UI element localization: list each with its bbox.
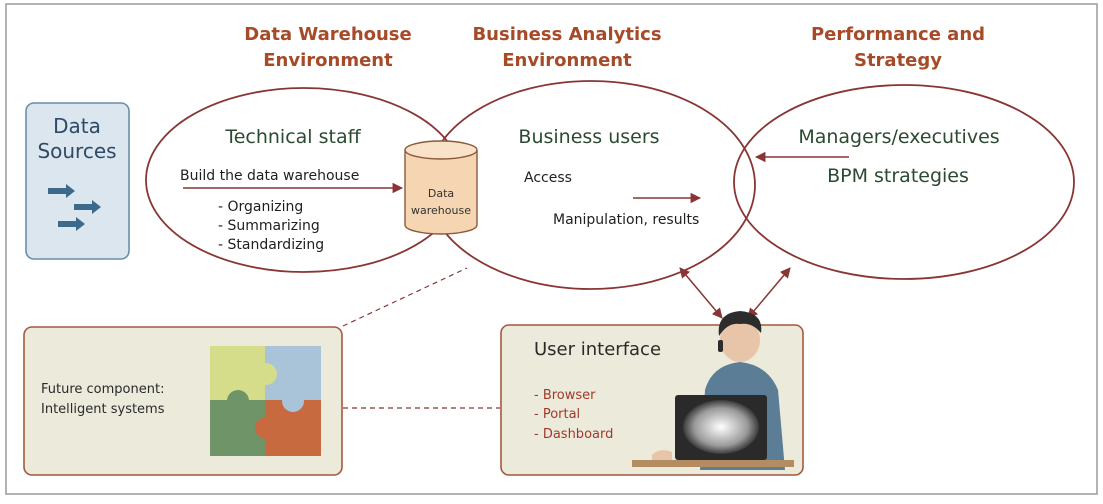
ellipse-managers: [733, 84, 1075, 280]
build-dw-label: Build the data warehouse: [180, 168, 359, 184]
access-label: Access: [524, 170, 572, 186]
manipulation-label: Manipulation, results: [553, 212, 699, 228]
double-arrow-ba-ui: [679, 267, 723, 319]
data-warehouse-line2: warehouse: [411, 204, 471, 217]
header-performance-strategy: Performance and Strategy: [811, 24, 985, 71]
header-business-analytics: Business Analytics Environment: [472, 24, 661, 71]
data-sources-box: Data Sources: [25, 102, 130, 260]
header-ps-line2: Strategy: [854, 50, 942, 71]
header-ba-line2: Environment: [502, 50, 632, 71]
header-data-warehouse: Data Warehouse Environment: [244, 24, 411, 71]
double-arrow-ps-ui: [747, 267, 791, 319]
dashed-link-dw-future: [342, 267, 468, 327]
header-dw-line1: Data Warehouse: [244, 24, 411, 45]
data-sources-line1: Data: [53, 114, 101, 138]
future-component-box: Future component: Intelligent systems: [23, 326, 343, 476]
header-ba-line1: Business Analytics: [472, 24, 661, 45]
technical-staff-title: Technical staff: [224, 126, 361, 148]
ui-item-browser: - Browser: [534, 388, 596, 403]
technical-item-1: - Organizing: [218, 199, 303, 215]
managers-title: Managers/executives: [798, 126, 999, 148]
user-interface-title: User interface: [534, 339, 661, 360]
ui-item-dashboard: - Dashboard: [534, 427, 613, 442]
person-at-computer-icon: [632, 311, 794, 470]
data-warehouse-cylinder: Data warehouse: [404, 140, 478, 235]
puzzle-pieces-icon: [210, 346, 321, 456]
user-interface-box: User interface - Browser - Portal - Dash…: [500, 311, 804, 476]
data-warehouse-line1: Data: [428, 187, 454, 200]
future-line1: Future component:: [41, 382, 164, 397]
technical-item-2: - Summarizing: [218, 218, 320, 234]
data-flow-arrows-icon: [48, 184, 101, 231]
header-ps-line1: Performance and: [811, 24, 985, 45]
bpm-strategies-label: BPM strategies: [827, 165, 969, 187]
technical-item-3: - Standardizing: [218, 237, 324, 253]
data-sources-line2: Sources: [37, 139, 116, 163]
business-users-title: Business users: [518, 126, 659, 148]
header-dw-line2: Environment: [263, 50, 393, 71]
future-line2: Intelligent systems: [41, 402, 165, 417]
ui-item-portal: - Portal: [534, 407, 580, 422]
